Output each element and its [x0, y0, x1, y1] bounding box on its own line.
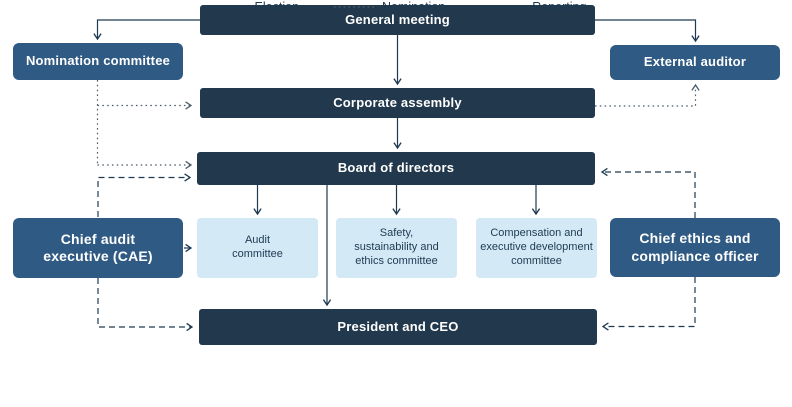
legend-item-reporting: Reporting — [479, 0, 586, 14]
legend-item-election: Election — [206, 0, 299, 14]
legend-election-label: Election — [254, 0, 300, 14]
legend: Election Nomination Reporting — [0, 0, 792, 14]
node-audit-committee-label: Audit committee — [232, 234, 283, 260]
node-corporate-assembly-label: Corporate assembly — [333, 94, 462, 110]
edge-ethics-officer-to-board-of-directors — [600, 167, 696, 218]
edge-ethics-officer-to-president-and-ceo — [601, 277, 696, 331]
node-safety-sustainability-ethics-committee: Safety, sustainability and ethics commit… — [336, 218, 457, 278]
node-nomination-committee: Nomination committee — [13, 43, 183, 80]
node-general-meeting: General meeting — [200, 5, 595, 35]
node-compensation-executive-development-committee: Compensation and executive development c… — [476, 218, 597, 278]
legend-nomination-label: Nomination — [382, 0, 446, 14]
edge-corporate-assembly-to-external-auditor — [595, 83, 700, 107]
node-safety-sustainability-ethics-committee-label: Safety, sustainability and ethics commit… — [354, 227, 439, 267]
legend-item-nomination: Nomination — [333, 0, 445, 14]
nomination-line-sample — [334, 6, 375, 8]
node-president-and-ceo-label: President and CEO — [337, 318, 459, 334]
node-corporate-assembly: Corporate assembly — [200, 88, 595, 118]
edge-general-meeting-to-external-auditor — [595, 19, 700, 43]
node-board-of-directors: Board of directors — [197, 152, 595, 185]
node-general-meeting-label: General meeting — [345, 11, 450, 27]
node-nomination-committee-label: Nomination committee — [25, 53, 171, 69]
edge-cae-to-president-and-ceo — [97, 278, 194, 332]
election-line-sample — [206, 6, 247, 8]
node-board-of-directors-label: Board of directors — [337, 160, 455, 176]
reporting-line-sample — [480, 6, 525, 8]
node-chief-ethics-compliance-officer-label: Chief ethics and compliance officer — [631, 230, 759, 264]
edge-cae-to-board-of-directors — [97, 173, 192, 217]
node-chief-audit-executive-label: Chief audit executive (CAE) — [43, 230, 153, 265]
node-chief-ethics-compliance-officer: Chief ethics and compliance officer — [610, 218, 780, 277]
node-external-auditor: External auditor — [610, 45, 780, 80]
node-chief-audit-executive: Chief audit executive (CAE) — [13, 218, 183, 278]
edge-general-meeting-to-nomination-committee — [93, 19, 200, 41]
node-external-auditor-label: External auditor — [643, 54, 747, 70]
node-compensation-executive-development-committee-label: Compensation and executive development c… — [480, 227, 593, 267]
node-audit-committee: Audit committee — [197, 218, 318, 278]
legend-reporting-label: Reporting — [532, 0, 587, 14]
node-president-and-ceo: President and CEO — [199, 309, 597, 345]
